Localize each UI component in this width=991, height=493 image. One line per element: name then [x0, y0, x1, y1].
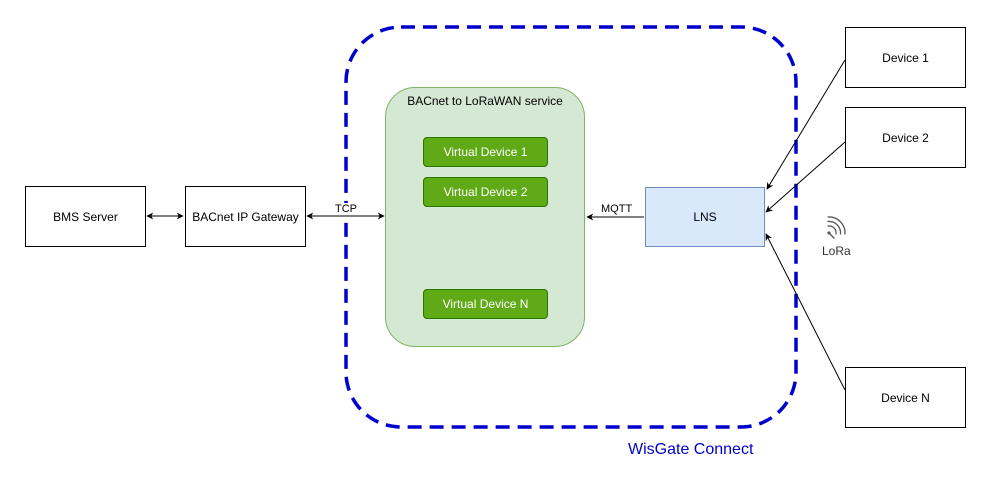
virtual-device-2[interactable]: Virtual Device 2 — [423, 177, 548, 207]
virtual-device-n[interactable]: Virtual Device N — [423, 289, 548, 319]
service-title: BACnet to LoRaWAN service — [407, 94, 563, 108]
mqtt-edge-label: MQTT — [600, 203, 634, 215]
edge-device2-lns — [765, 141, 846, 213]
device-n-node[interactable]: Device N — [845, 367, 966, 428]
wisgate-connect-boundary — [344, 25, 798, 429]
wisgate-connect-label: WisGate Connect — [628, 441, 754, 458]
device-2-node[interactable]: Device 2 — [845, 107, 966, 168]
lora-label: LoRa — [822, 244, 851, 258]
edge-deviceN-lns — [765, 233, 846, 391]
wireless-signal-icon — [827, 216, 846, 239]
virtual-device-2-label: Virtual Device 2 — [443, 185, 528, 199]
lns-label: LNS — [693, 210, 717, 224]
device-1-node[interactable]: Device 1 — [845, 27, 966, 88]
bms-server-label: BMS Server — [53, 209, 118, 224]
device-n-label: Device N — [881, 390, 930, 405]
bacnet-gateway-label: BACnet IP Gateway — [192, 209, 299, 224]
device-1-label: Device 1 — [882, 50, 929, 65]
virtual-device-n-label: Virtual Device N — [442, 297, 529, 311]
device-2-label: Device 2 — [882, 130, 929, 145]
tcp-edge-label: TCP — [334, 203, 358, 215]
lns-node[interactable]: LNS — [645, 187, 765, 247]
bacnet-gateway-node[interactable]: BACnet IP Gateway — [185, 186, 306, 247]
edge-device1-lns — [766, 59, 846, 190]
virtual-device-1-label: Virtual Device 1 — [443, 145, 528, 159]
bms-server-node[interactable]: BMS Server — [25, 186, 146, 247]
virtual-device-1[interactable]: Virtual Device 1 — [423, 137, 548, 167]
